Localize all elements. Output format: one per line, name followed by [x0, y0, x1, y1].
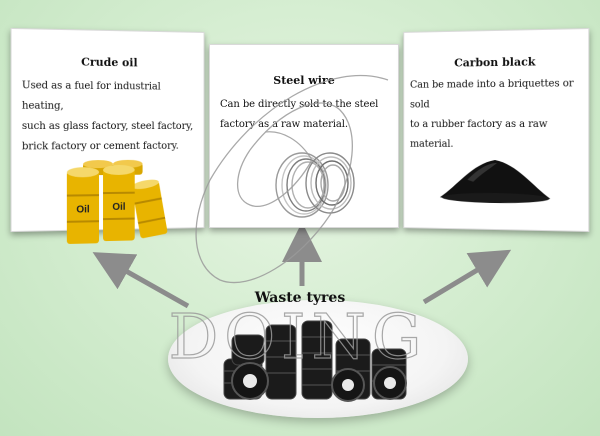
barrel-label: Oil [112, 202, 125, 213]
description-line: such as glass factory, steel factory, [22, 117, 203, 137]
description-line: factory as a raw material. [220, 115, 392, 135]
tyre-pile-icon [222, 315, 412, 405]
description-line: Can be made into a briquettes or sold [410, 74, 587, 115]
description-line: Used as a fuel for industrial heating, [22, 76, 203, 117]
description-line: Can be directly sold to the steel [220, 95, 392, 115]
description-line: brick factory or cement factory. [22, 137, 203, 158]
card-description: Can be made into a briquettes or sold to… [410, 74, 587, 156]
card-title: Crude oil [12, 54, 204, 70]
oil-barrels-icon: Oil Oil [63, 159, 172, 253]
barrel-label: Oil [76, 204, 90, 215]
arrow-to-carbon-black [424, 260, 494, 302]
waste-tyres-title: Waste tyres [200, 290, 400, 306]
card-title: Steel wire [210, 74, 398, 87]
steel-wire-coil-icon [270, 145, 362, 221]
card-steel-wire: Steel wire Can be directly sold to the s… [209, 44, 399, 228]
arrow-to-crude-oil [110, 262, 188, 306]
card-title: Carbon black [404, 55, 588, 71]
carbon-black-pile-icon [438, 146, 552, 207]
card-carbon-black: Carbon black Can be made into a briquett… [403, 28, 589, 232]
card-description: Can be directly sold to the steel factor… [220, 95, 392, 135]
card-description: Used as a fuel for industrial heating, s… [22, 76, 203, 157]
card-crude-oil: Crude oil Used as a fuel for industrial … [11, 28, 205, 232]
